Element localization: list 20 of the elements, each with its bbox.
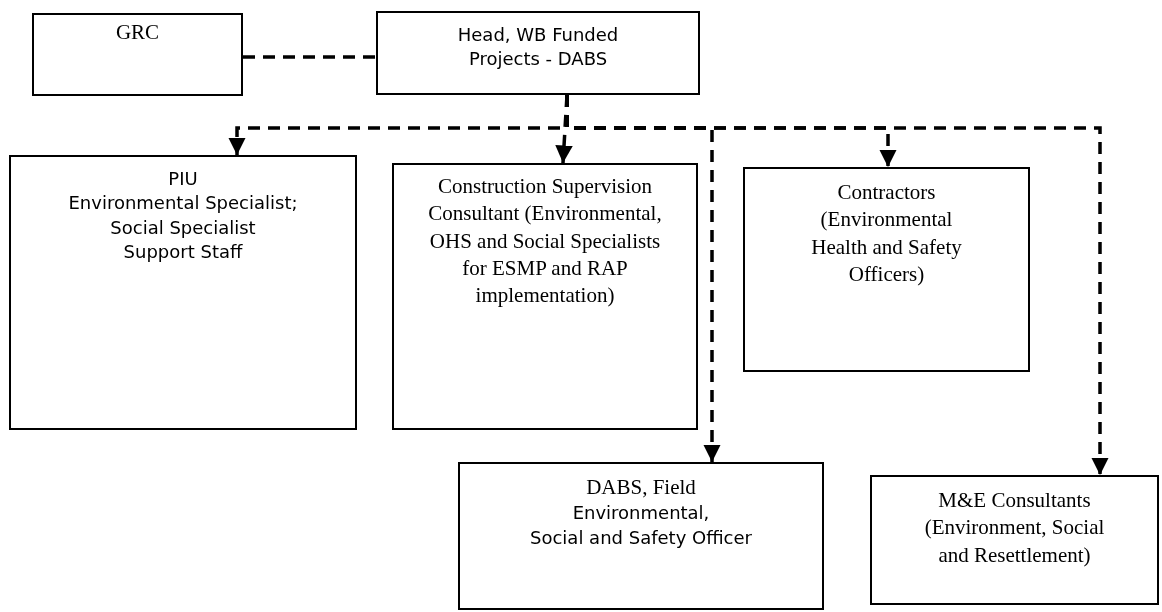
box-text: Environmental, bbox=[572, 501, 710, 526]
dashed-arrow bbox=[565, 95, 1109, 475]
box-text: Environmental Specialist; bbox=[68, 191, 298, 216]
org-box bbox=[458, 462, 824, 610]
org-box bbox=[376, 11, 700, 95]
box-text: Social Specialist bbox=[110, 215, 256, 240]
box-text: PIU bbox=[168, 167, 198, 191]
box-text: Contractors (Environmental Health and Safety Officers) bbox=[810, 179, 963, 288]
org-box bbox=[32, 13, 243, 96]
box-text: GRC bbox=[115, 19, 160, 46]
org-box bbox=[392, 163, 698, 430]
box-text: Support Staff bbox=[123, 239, 243, 264]
org-box bbox=[870, 475, 1159, 605]
box-text: Social and Safety Officer bbox=[530, 525, 752, 550]
box-text: DABS, Field bbox=[586, 474, 696, 501]
org-box bbox=[9, 155, 357, 430]
box-text: M&E Consultants (Environment, Social and Resettlement) bbox=[923, 487, 1106, 569]
org-box bbox=[743, 167, 1030, 372]
box-text: Construction Supervision Consultant (Environmental, OHS and Social Specialists for ESMP and RAP implementation) bbox=[427, 173, 663, 310]
box-text: Head, WB Funded Projects - DABS bbox=[456, 23, 620, 72]
